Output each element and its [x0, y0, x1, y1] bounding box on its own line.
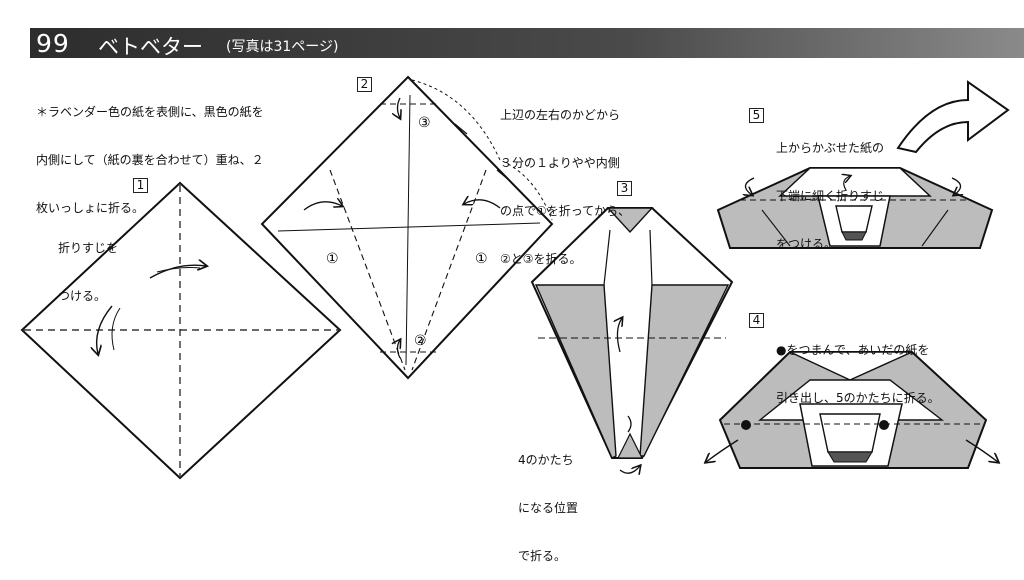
intro-text: ＊ラベンダー色の紙を表側に、黒色の紙を 内側にして（紙の裏を合わせて）重ね、２ … [36, 105, 264, 215]
step-3-text: 4のかたち になる位置 で折る。 [518, 453, 579, 563]
folding-diagrams: ③ ① ① ② [20, 75, 1010, 480]
step-4-number: 4 [749, 313, 764, 328]
step4-diagram [706, 351, 998, 469]
step5-diagram [716, 80, 1010, 249]
step-4-text: ●をつまんで、あいだの紙を 引き出し、5のかたちに折る。 [776, 343, 940, 405]
mark-2-bottom: ② [414, 333, 427, 349]
title-bar: 99 ベトベター (写真は31ページ) [30, 28, 1024, 59]
model-number: 99 [36, 29, 70, 58]
model-title: ベトベター [98, 35, 203, 59]
step-2-text: 上辺の左右のかどから ３分の１よりやや内側 の点で①を折ってから、 ②と③を折る… [500, 108, 631, 266]
step2-diagram: ③ ① ① ② [260, 75, 554, 380]
mark-3-top: ③ [418, 115, 431, 131]
step1-diagram [20, 181, 342, 480]
step3-diagram [530, 207, 734, 473]
mark-1-left: ① [326, 251, 339, 267]
photo-reference: (写真は31ページ) [226, 39, 339, 55]
step-3-number: 3 [617, 181, 632, 196]
step-5-text: 上からかぶせた紙の 下端に細く折りすじ をつける。 [776, 141, 885, 251]
step-2-number: 2 [357, 77, 372, 92]
step-1-number: 1 [133, 178, 148, 193]
step-5-number: 5 [749, 108, 764, 123]
step-1-text: 折りすじを つける。 [58, 241, 119, 303]
mark-1-right: ① [475, 251, 488, 267]
